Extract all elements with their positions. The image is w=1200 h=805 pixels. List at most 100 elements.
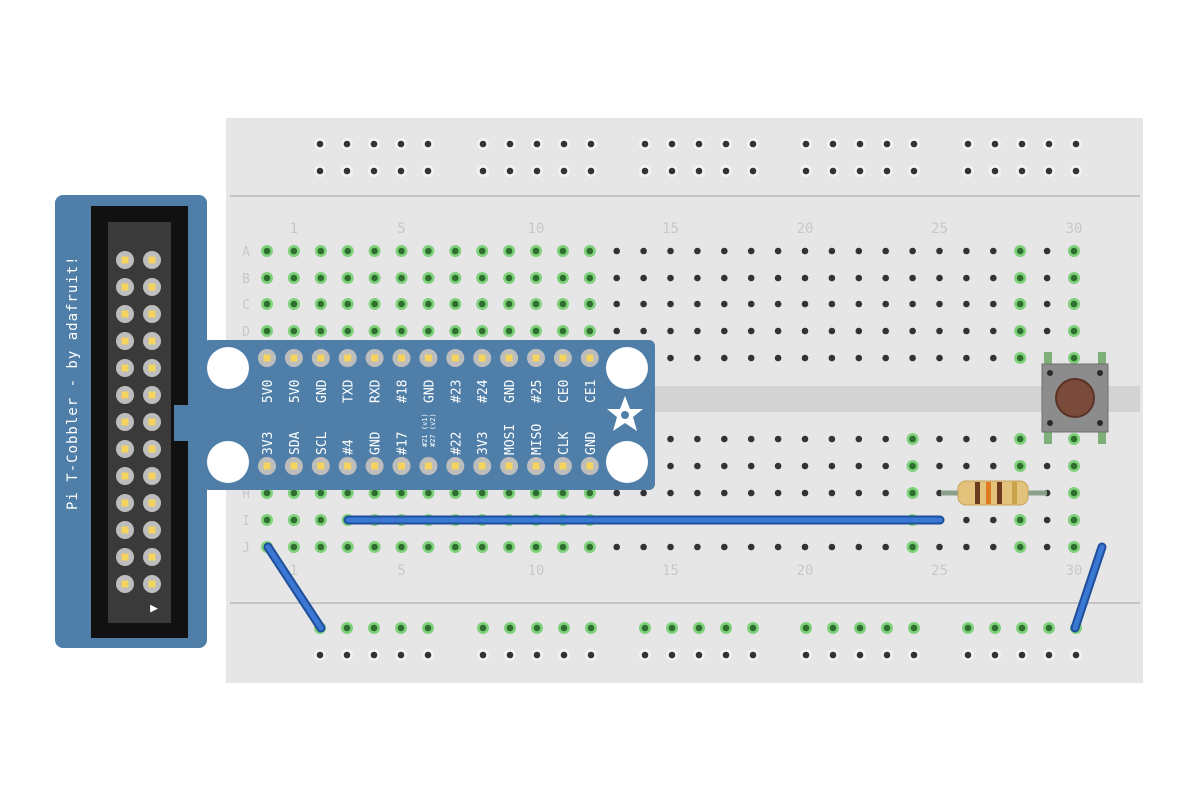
terminal-hole [476,298,489,310]
rail-hole [800,165,812,177]
terminal-hole [694,489,701,497]
pin-label: TXD [342,379,357,403]
terminal-hole [556,298,569,310]
terminal-hole [855,274,863,282]
terminal-hole [640,543,647,551]
rail-hole [531,165,543,177]
rail-hole [666,649,678,661]
pin-label: SCL [315,431,330,455]
row-letter: J [242,541,250,556]
terminal-hole [801,327,809,335]
terminal-hole [721,462,728,470]
header-pin [143,521,161,539]
rail-hole [639,622,651,634]
resistor-band [986,482,991,504]
terminal-hole [909,354,916,362]
rail-hole [827,622,839,634]
column-number: 25 [931,563,948,579]
cobbler-pin [553,457,572,475]
pin-label: 5V0 [261,380,276,403]
row-letter: I [242,514,250,529]
terminal-hole [936,435,943,443]
terminal-hole [503,541,516,553]
button-cap [1055,378,1095,418]
terminal-hole [556,541,569,553]
rail-hole [531,649,543,661]
terminal-hole [368,325,381,337]
header-pin [143,548,161,566]
rail-hole [1016,622,1028,634]
pin-label: GND [584,431,599,455]
rail-hole [693,165,705,177]
terminal-hole [721,247,728,255]
rail-hole [1070,649,1082,661]
terminal-hole [747,327,755,335]
cobbler-pin [419,349,438,367]
rev-label-line1: #21 (v1) [421,413,429,447]
terminal-hole [694,462,701,470]
cobbler-pin [284,457,303,475]
pin-label: #24 [476,379,491,403]
column-number: 5 [397,563,405,579]
terminal-hole [694,354,701,362]
terminal-hole [583,325,596,337]
terminal-hole [721,327,728,335]
terminal-hole [368,245,381,257]
terminal-hole [1068,245,1080,257]
terminal-hole [990,354,997,362]
pin-label: CE1 [584,380,599,403]
rail-hole [1016,138,1028,150]
resistor [941,480,1047,506]
terminal-hole [556,272,569,284]
terminal-hole [909,247,916,255]
terminal-hole [963,247,970,255]
header-pin [143,359,161,377]
header-pin [116,386,134,404]
rail-hole [585,138,597,150]
terminal-hole [906,541,919,553]
cobbler-pin [527,457,545,475]
terminal-hole [855,247,863,255]
column-number: 15 [662,221,679,237]
header-pin [116,494,134,512]
terminal-hole [747,354,755,362]
terminal-hole [855,435,863,443]
terminal-hole [1068,514,1080,526]
rail-hole [477,622,489,634]
cobbler-pin [473,349,492,367]
header-pin [116,278,134,296]
terminal-hole [261,245,273,257]
terminal-hole [395,325,408,337]
header-pin [143,494,161,512]
header-pin [116,413,134,431]
terminal-hole [530,272,542,284]
jumper-wires [263,515,1107,633]
terminal-hole [314,298,327,310]
cobbler-pin [553,349,572,367]
terminal-hole [341,325,354,337]
terminal-hole [1014,460,1027,472]
button-leg [1044,352,1052,364]
rail-hole [666,165,678,177]
terminal-hole [667,489,674,497]
terminal-hole [882,354,889,362]
rail-hole [827,165,839,177]
terminal-hole [747,247,755,255]
terminal-hole [963,274,970,282]
terminal-hole [694,327,701,335]
terminal-hole [855,327,863,335]
row-letter: H [242,487,250,502]
terminal-hole [341,245,354,257]
rail-hole [908,622,920,634]
header-pin [143,278,161,296]
terminal-hole [801,247,809,255]
rev-label-line2: #27 (v2) [429,413,437,447]
adafruit-flower-logo [607,396,643,431]
terminal-hole [694,543,701,551]
rail-hole [1043,138,1055,150]
rail-hole [1043,165,1055,177]
terminal-hole [613,300,620,308]
button-leg [1098,432,1106,444]
rail-hole [693,649,705,661]
terminal-hole [990,543,997,551]
